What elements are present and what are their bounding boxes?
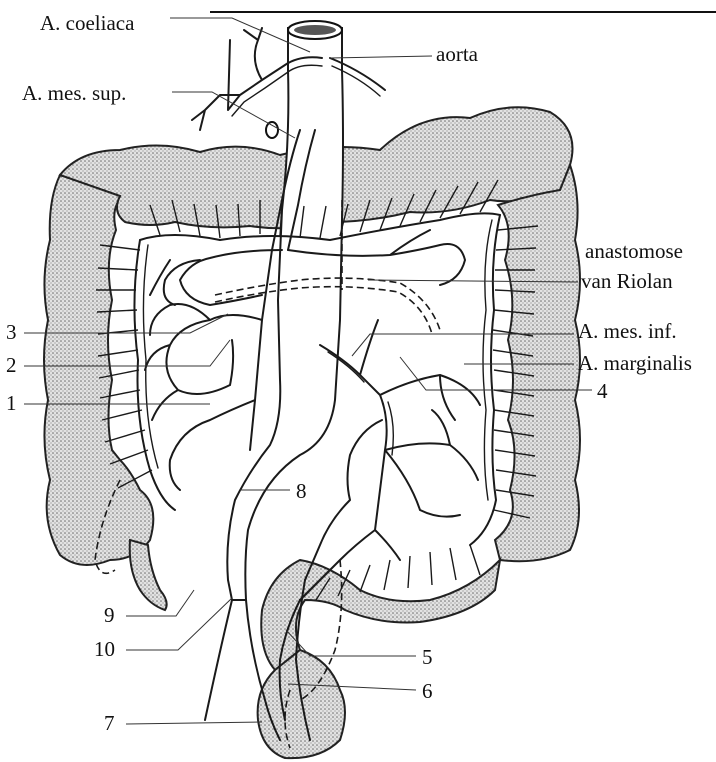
label-5: 5	[422, 645, 433, 669]
right-colic-arcades	[145, 260, 262, 490]
label-10: 10	[94, 637, 115, 661]
descending-colon	[495, 165, 580, 561]
label-van-riolan: van Riolan	[581, 269, 673, 293]
label-4: 4	[597, 379, 608, 403]
label-anastomose: anastomose	[585, 239, 683, 263]
label-7: 7	[104, 711, 115, 735]
leader-7	[126, 722, 262, 724]
label-a-marginalis: A. marginalis	[578, 351, 692, 375]
leader-10	[126, 598, 232, 650]
label-2: 2	[6, 353, 17, 377]
label-3: 3	[6, 320, 17, 344]
aorta-lumen	[294, 25, 336, 35]
label-6: 6	[422, 679, 433, 703]
aorta-system	[192, 21, 385, 600]
label-a-coeliaca: A. coeliaca	[40, 11, 135, 35]
label-a-mes-sup: A. mes. sup.	[22, 81, 126, 105]
label-8: 8	[296, 479, 307, 503]
aorta-trunk	[227, 28, 343, 600]
label-1: 1	[6, 391, 17, 415]
label-9: 9	[104, 603, 115, 627]
leader-aorta	[330, 56, 432, 58]
label-a-mes-inf: A. mes. inf.	[578, 319, 677, 343]
label-aorta: aorta	[436, 42, 479, 66]
appendix	[130, 540, 167, 610]
a-mes-sup-stump	[266, 122, 278, 138]
